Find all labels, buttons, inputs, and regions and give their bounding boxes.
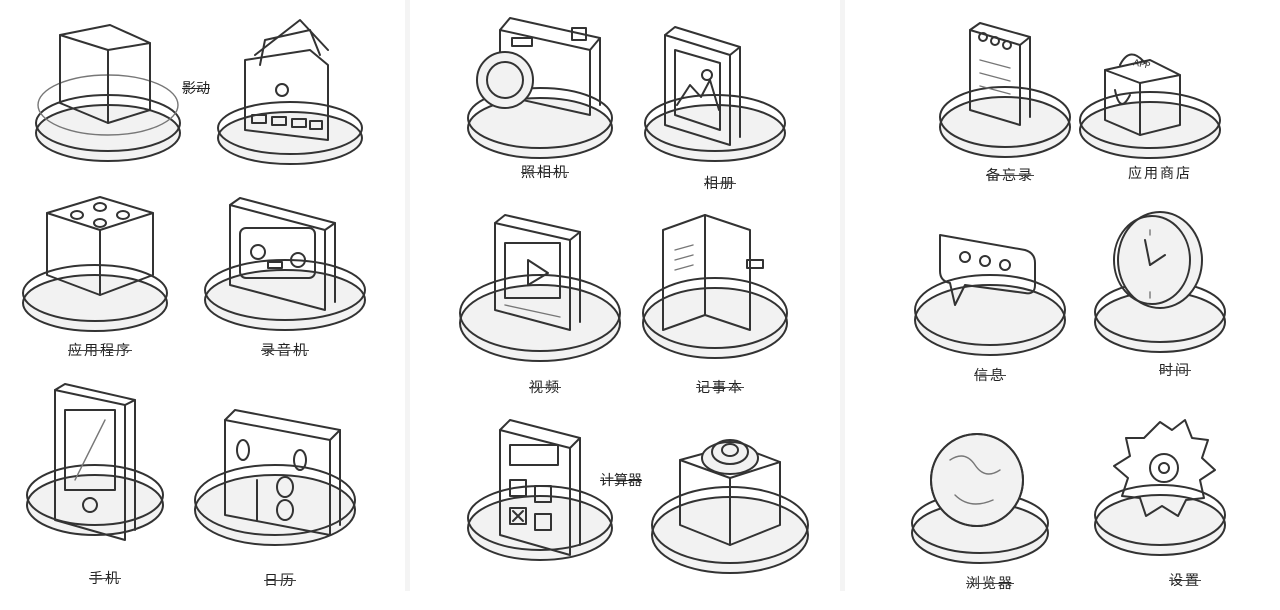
caption-cassette: 录音机 [261, 343, 309, 359]
caption-clock: 时间 [1159, 363, 1191, 379]
icon-dice: 应用程序 [15, 185, 185, 375]
speaker-box-icon [651, 439, 809, 574]
icon-folder [210, 10, 380, 200]
caption-calendar: 日历 [264, 573, 296, 589]
caption-photo-frame: 相册 [704, 176, 736, 192]
icon-chat: 信息 [905, 215, 1075, 405]
camera-icon [467, 17, 613, 159]
sketch-panel-2: 照相机 相册 [410, 0, 840, 591]
cassette-icon [204, 197, 366, 331]
photo-frame-icon [644, 26, 786, 162]
gear-icon [1094, 419, 1226, 556]
caption-gear: 设置 [1169, 573, 1201, 589]
folder-icon [217, 19, 363, 165]
caption-video: 视频 [529, 380, 561, 396]
caption-notebook: 记事本 [696, 380, 744, 396]
icon-speaker [650, 420, 820, 610]
icon-globe: 浏览器 [905, 415, 1075, 605]
caption-phone: 手机 [89, 571, 121, 587]
sketch-sheet: 影动 [0, 0, 1280, 592]
icon-notebook: 记事本 [635, 205, 805, 396]
sketch-panel-1: 影动 [0, 0, 405, 591]
panel-divider-1 [405, 0, 410, 591]
icon-photo-frame: 相册 [635, 15, 805, 205]
chat-bubble-icon [914, 234, 1066, 356]
icon-clock: 时间 [1090, 210, 1260, 400]
side-label-panel-2: 计算器 [600, 473, 642, 489]
icon-bag: APP 应用商店 [1075, 35, 1245, 225]
icon-camera: 照相机 [460, 10, 630, 200]
cube-icon [35, 24, 181, 162]
icon-cube [20, 5, 190, 195]
globe-icon [911, 433, 1049, 564]
caption-bag: 应用商店 [1128, 166, 1192, 182]
caption-dice: 应用程序 [68, 343, 132, 359]
caption-globe: 浏览器 [966, 576, 1014, 592]
video-player-icon [459, 214, 621, 362]
notebook-icon [642, 214, 788, 359]
calculator-icon [467, 419, 613, 561]
panel-divider-2 [840, 0, 845, 591]
caption-chat: 信息 [974, 368, 1006, 384]
shopping-bag-icon [1079, 53, 1221, 159]
memo-pad-icon [939, 22, 1071, 158]
dice-cube-icon [22, 196, 168, 332]
calendar-icon [194, 409, 356, 546]
caption-camera: 照相机 [521, 165, 569, 181]
icon-calendar: 日历 [194, 395, 365, 589]
icon-memo: 备忘录 [925, 15, 1095, 205]
icon-cassette: 录音机 [200, 190, 370, 380]
phone-icon [26, 383, 164, 541]
clock-icon [1094, 211, 1226, 353]
side-label-panel-1: 影动 [182, 81, 210, 97]
icon-phone: 手机 [20, 380, 190, 587]
sketch-panel-3: 备忘录 APP 应用商店 信息 [845, 0, 1280, 592]
icon-gear: 设置 [1094, 410, 1270, 600]
caption-memo: 备忘录 [986, 168, 1034, 184]
icon-video: 视频 [459, 205, 630, 396]
icon-calculator [465, 400, 635, 590]
